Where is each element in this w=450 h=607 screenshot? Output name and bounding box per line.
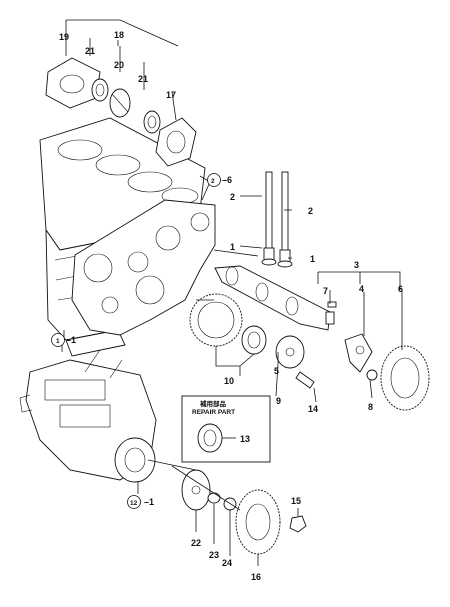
callout-labels: 19 21 18 20 21 17 2 –6 2 2 1 1 3 7 4 6 1… xyxy=(56,30,403,582)
bearing-housing xyxy=(45,57,161,134)
callout-10: 10 xyxy=(224,376,234,386)
callout-4: 4 xyxy=(359,284,364,294)
callout-5: 5 xyxy=(274,366,279,376)
repair-part-title-jp: 補用部品 xyxy=(199,399,227,408)
callout-3: 3 xyxy=(354,260,359,270)
callout-15: 15 xyxy=(291,496,301,506)
callout-14: 14 xyxy=(308,404,318,414)
callout-17: 17 xyxy=(166,90,176,100)
callout-13: 13 xyxy=(240,434,250,444)
callout-1-ref-suffix: –1 xyxy=(66,335,76,345)
callout-18: 18 xyxy=(114,30,124,40)
repair-part-box xyxy=(181,395,271,463)
callout-7: 7 xyxy=(323,286,328,296)
callout-9: 9 xyxy=(276,396,281,406)
idle-gear xyxy=(189,293,267,355)
callout-2-b: 2 xyxy=(308,206,313,216)
callout-2-a: 2 xyxy=(230,192,235,202)
ref-circle-2 xyxy=(207,173,221,187)
key-7 xyxy=(327,301,337,308)
callout-1-a: 1 xyxy=(230,242,235,252)
pump-gear xyxy=(235,489,281,555)
callout-2-ref: 2 xyxy=(211,178,215,185)
callout-21-b: 21 xyxy=(138,74,148,84)
callout-21-a: 21 xyxy=(85,46,95,56)
callout-1-ref: 1 xyxy=(56,338,60,345)
callout-20: 20 xyxy=(114,60,124,70)
nut-15 xyxy=(289,515,307,533)
cam-gear xyxy=(380,345,430,411)
push-rods xyxy=(261,171,293,268)
ref-circle-12 xyxy=(127,495,141,509)
callout-12-ref-suffix: –1 xyxy=(144,497,154,507)
callout-1-b: 1 xyxy=(310,254,315,264)
washer-8 xyxy=(366,369,378,381)
callout-19: 19 xyxy=(59,32,69,42)
callout-2-ref-suffix: –6 xyxy=(222,175,232,185)
thrust-plate xyxy=(344,333,373,373)
callout-23: 23 xyxy=(209,550,219,560)
gear-case xyxy=(71,199,216,336)
camshaft xyxy=(214,265,335,331)
leader-lines xyxy=(61,19,403,566)
gasket xyxy=(155,117,197,167)
callout-8: 8 xyxy=(368,402,373,412)
callout-22: 22 xyxy=(191,538,201,548)
callout-24: 24 xyxy=(222,558,232,568)
ref-circle-1 xyxy=(51,333,65,347)
bolt-14 xyxy=(295,371,315,389)
collar xyxy=(275,335,305,369)
repair-part-title-en: REPAIR PART xyxy=(192,409,235,416)
callout-16: 16 xyxy=(251,572,261,582)
injection-pump xyxy=(19,349,157,483)
callout-6: 6 xyxy=(398,284,403,294)
callout-12-ref: 12 xyxy=(130,500,138,507)
